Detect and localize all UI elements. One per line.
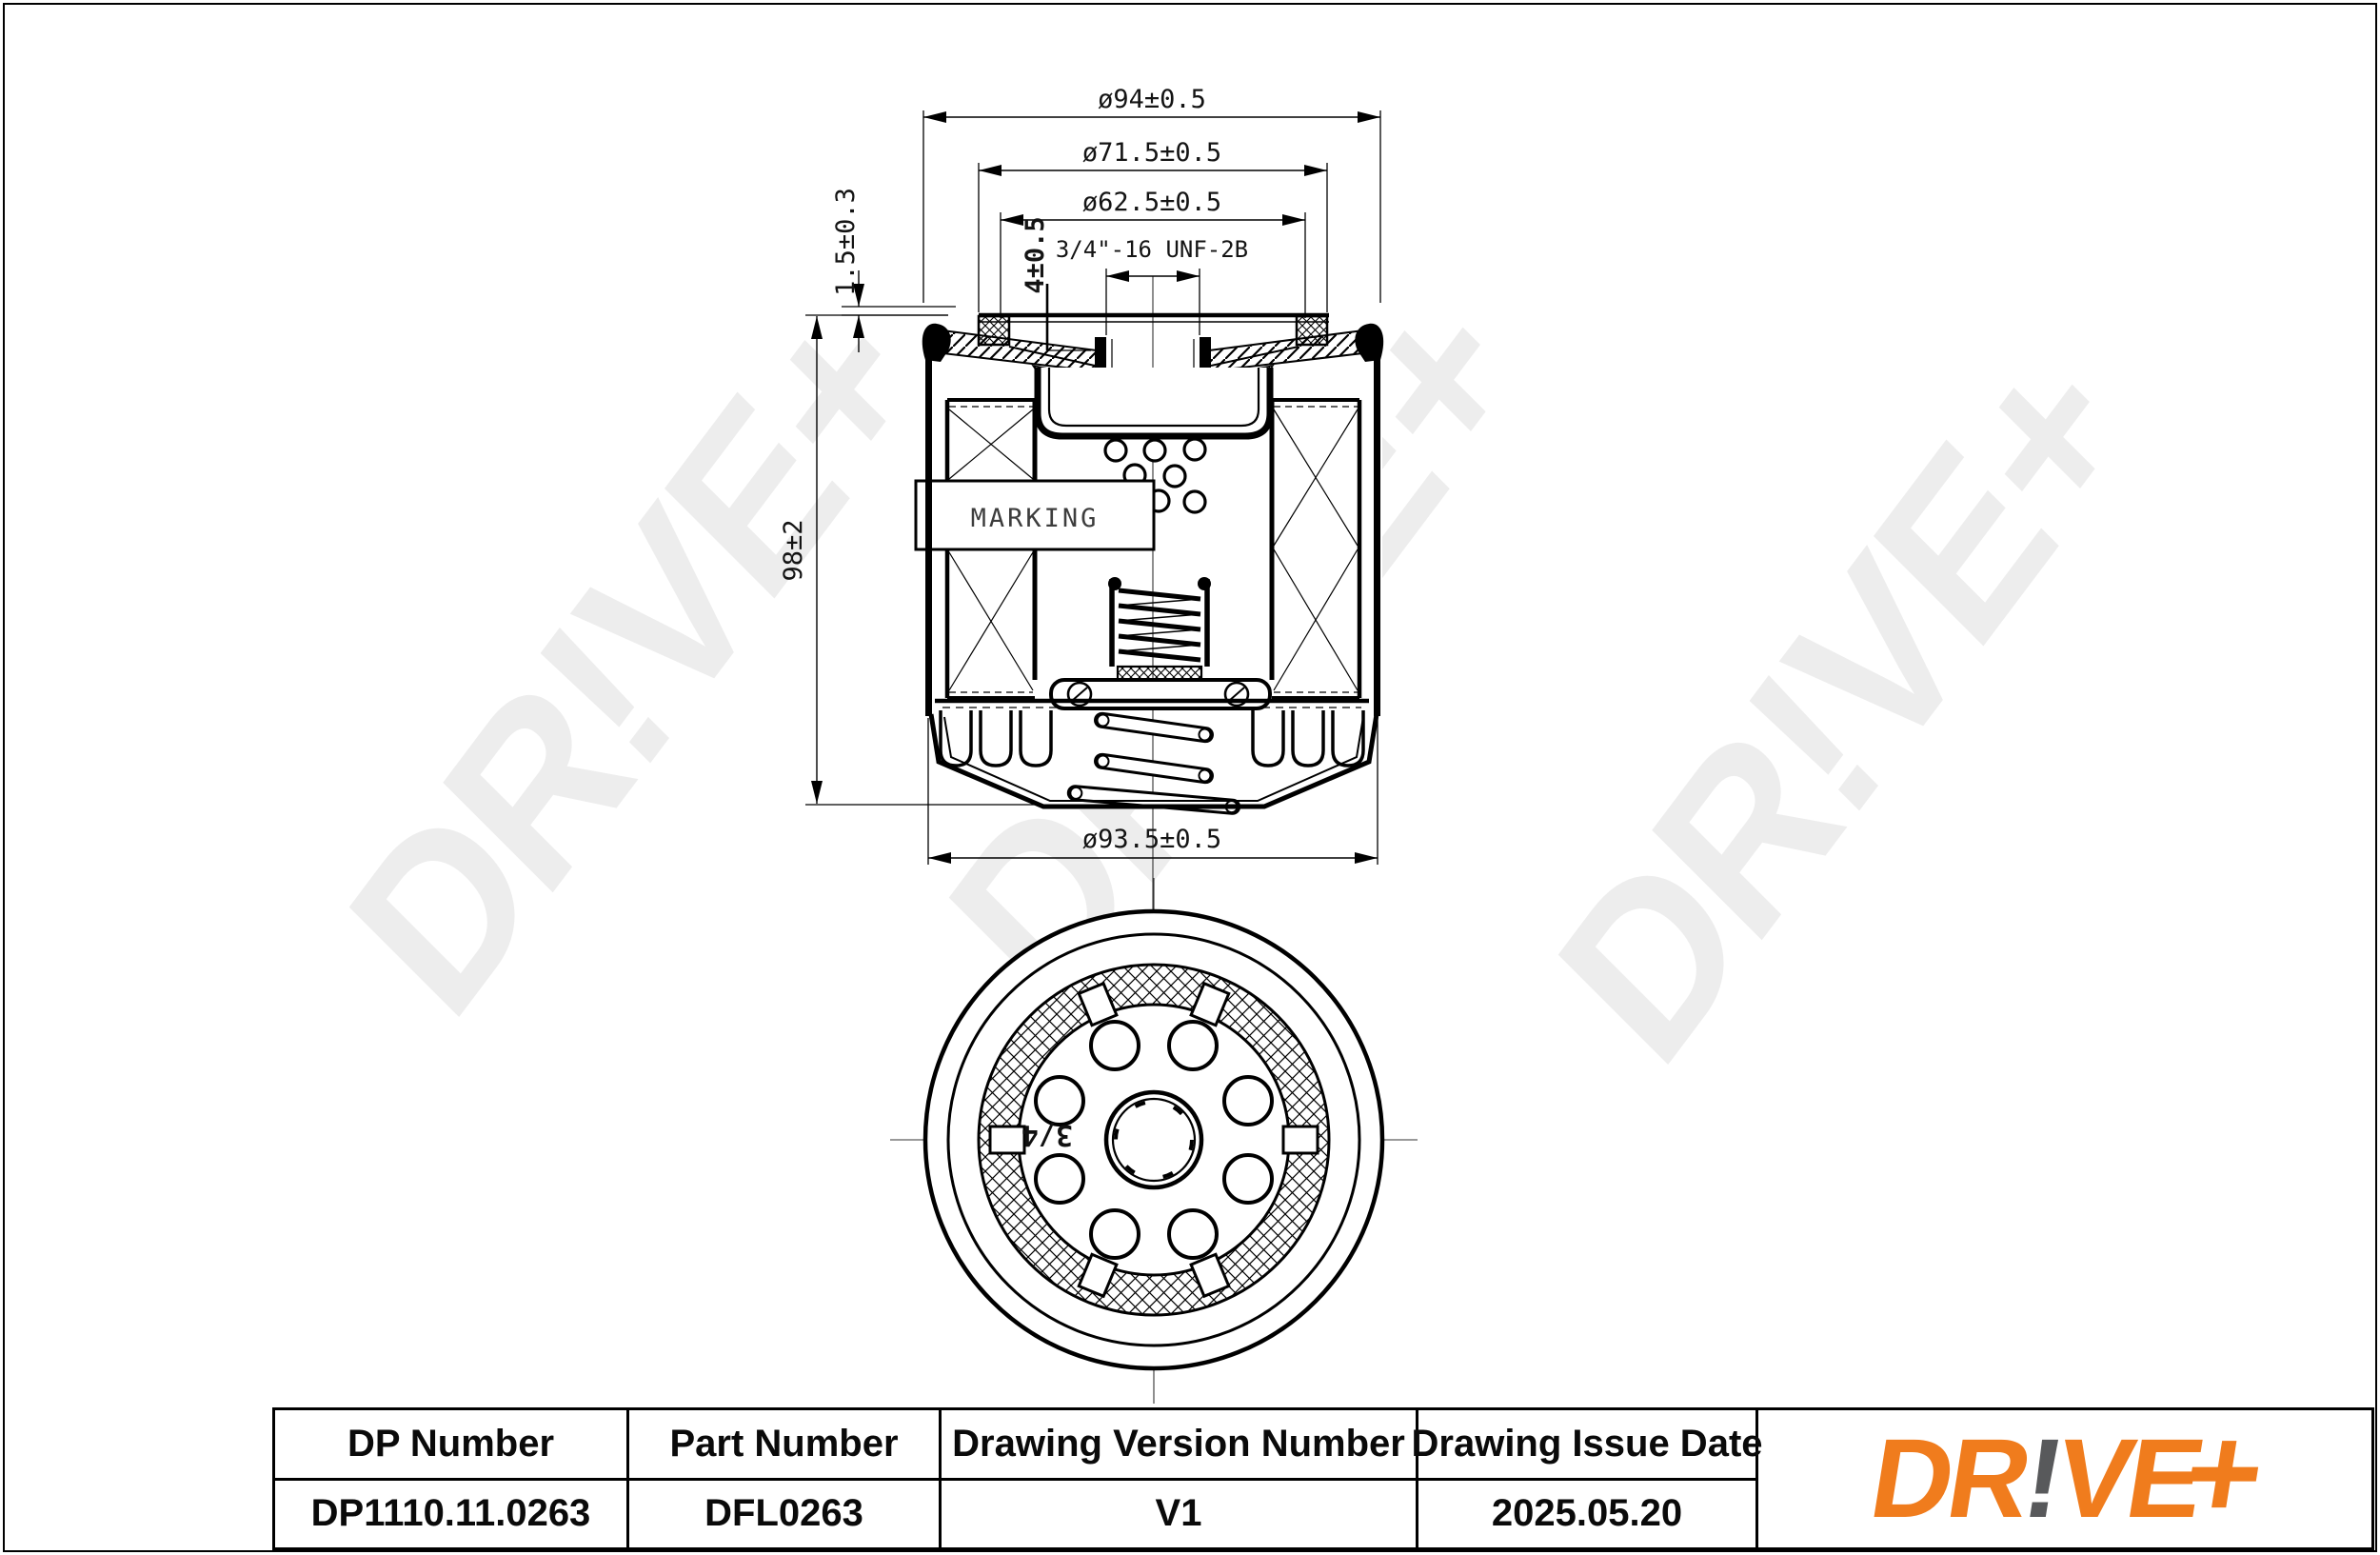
svg-text:4±0.5: 4±0.5	[1021, 216, 1050, 293]
retainer-plate	[1049, 678, 1272, 710]
title-col-part-number: Part Number DFL0263	[629, 1410, 942, 1547]
dp-number-header: DP Number	[275, 1410, 626, 1481]
part-number-value: DFL0263	[704, 1492, 863, 1535]
logo-cell: DR!VE+	[1758, 1400, 2371, 1547]
logo-text-dr: DR	[1862, 1416, 2036, 1542]
issue-date-header: Drawing Issue Date	[1412, 1410, 1763, 1481]
gasket-right	[1295, 314, 1329, 347]
dim-outer-diameter: ø94±0.5	[922, 85, 1381, 303]
section-view: MARKING	[914, 276, 1384, 912]
drawing-version-value: V1	[1155, 1492, 1202, 1535]
dim-gasket-outer: ø71.5±0.5	[978, 138, 1328, 312]
svg-text:ø94±0.5: ø94±0.5	[1098, 85, 1206, 114]
svg-text:ø62.5±0.5: ø62.5±0.5	[1082, 188, 1221, 217]
dim-gasket-inner: ø62.5±0.5	[1000, 188, 1306, 318]
dim-lip-height: 1.5±0.3	[831, 188, 956, 352]
svg-text:ø93.5±0.5: ø93.5±0.5	[1082, 825, 1221, 854]
svg-text:1.5±0.3: 1.5±0.3	[831, 188, 861, 296]
title-col-dp-number: DP Number DP1110.11.0263	[275, 1410, 629, 1547]
svg-text:3/4"-16 UNF-2B: 3/4"-16 UNF-2B	[1056, 236, 1248, 263]
gasket-tabs	[988, 981, 1319, 1299]
title-block: DP Number DP1110.11.0263 Part Number DFL…	[272, 1400, 2374, 1550]
title-col-issue-date: Drawing Issue Date 2025.05.20	[1412, 1410, 1763, 1547]
drive-plus-logo: DR!VE+	[1862, 1400, 2270, 1546]
bottom-view: 3/4	[890, 878, 1418, 1404]
marking-box: MARKING	[914, 479, 1156, 551]
svg-text:98±2: 98±2	[779, 519, 808, 581]
dim-thread-spec: 3/4"-16 UNF-2B	[1056, 236, 1248, 335]
dim-body-diameter: ø93.5±0.5	[927, 718, 1378, 865]
dim-boss-height: 4±0.5	[1021, 216, 1091, 351]
bottom-holes	[1034, 1020, 1274, 1260]
issue-date-value: 2025.05.20	[1491, 1492, 1683, 1535]
dp-number-value: DP1110.11.0263	[310, 1492, 591, 1535]
title-col-version: Drawing Version Number V1	[942, 1410, 1418, 1547]
dim-total-height: 98±2	[779, 314, 1041, 806]
bottom-thread-label: 3/4	[1021, 1118, 1073, 1151]
dimensions: ø94±0.5 ø71.5±0.5 ø62.5±0.5 3/4"	[779, 85, 1381, 865]
svg-text:ø71.5±0.5: ø71.5±0.5	[1082, 138, 1221, 168]
marking-label: MARKING	[971, 504, 1100, 533]
filter-element-right	[1272, 398, 1362, 700]
gasket-left	[977, 314, 1011, 347]
part-number-header: Part Number	[629, 1410, 939, 1481]
center-thread	[1103, 1089, 1204, 1190]
drawing-version-header: Drawing Version Number	[942, 1410, 1416, 1481]
base-scallops	[939, 710, 1365, 768]
